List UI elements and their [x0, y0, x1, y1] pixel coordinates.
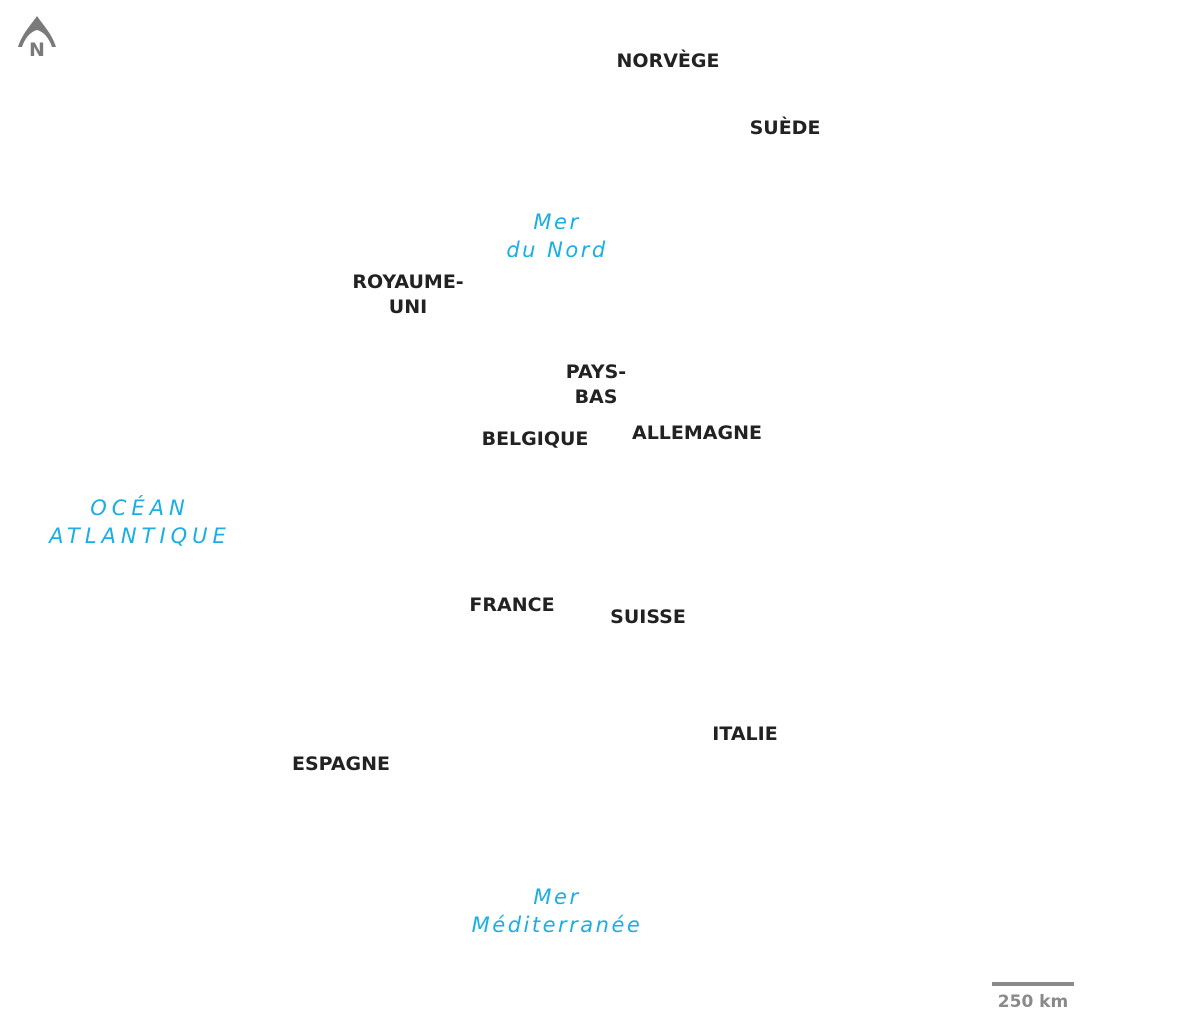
country-label-pays-bas-line2: BAS: [574, 386, 618, 408]
north-arrow-icon: N: [16, 14, 58, 62]
country-label-norvege: NORVÈGE: [616, 50, 720, 72]
scale-label: 250 km: [997, 992, 1069, 1012]
country-label-italie: ITALIE: [712, 723, 778, 745]
sea-label-mer-du-nord-line2: du Nord: [506, 238, 608, 262]
country-label-royaume-uni-line2: UNI: [388, 296, 428, 318]
country-label-suisse: SUISSE: [610, 606, 686, 628]
sea-label-mer-mediterranee: Mer Méditerranée: [462, 883, 652, 939]
country-label-pays-bas-line1: PAYS-: [565, 361, 627, 383]
country-label-pays-bas: PAYS- BAS: [556, 360, 636, 410]
country-label-espagne: ESPAGNE: [291, 753, 391, 775]
sea-label-ocean-atlantique-line2: ATLANTIQUE: [49, 524, 231, 548]
country-label-suede: SUÈDE: [749, 117, 821, 139]
country-label-allemagne: ALLEMAGNE: [632, 422, 762, 444]
country-label-belgique: BELGIQUE: [481, 428, 589, 450]
sea-label-mer-mediterranee-line2: Méditerranée: [471, 913, 643, 937]
sea-label-mer-du-nord: Mer du Nord: [486, 208, 628, 264]
country-label-royaume-uni: ROYAUME- UNI: [348, 270, 468, 320]
sea-label-mer-du-nord-line1: Mer: [533, 210, 581, 234]
country-label-royaume-uni-line1: ROYAUME-: [352, 271, 464, 293]
country-label-france: FRANCE: [469, 594, 555, 616]
sea-label-mer-mediterranee-line1: Mer: [533, 885, 581, 909]
north-letter: N: [29, 39, 45, 61]
sea-label-ocean-atlantique-line1: OCÉAN: [90, 496, 190, 520]
sea-label-ocean-atlantique: OCÉAN ATLANTIQUE: [40, 494, 240, 550]
scale-bar: [992, 982, 1074, 986]
